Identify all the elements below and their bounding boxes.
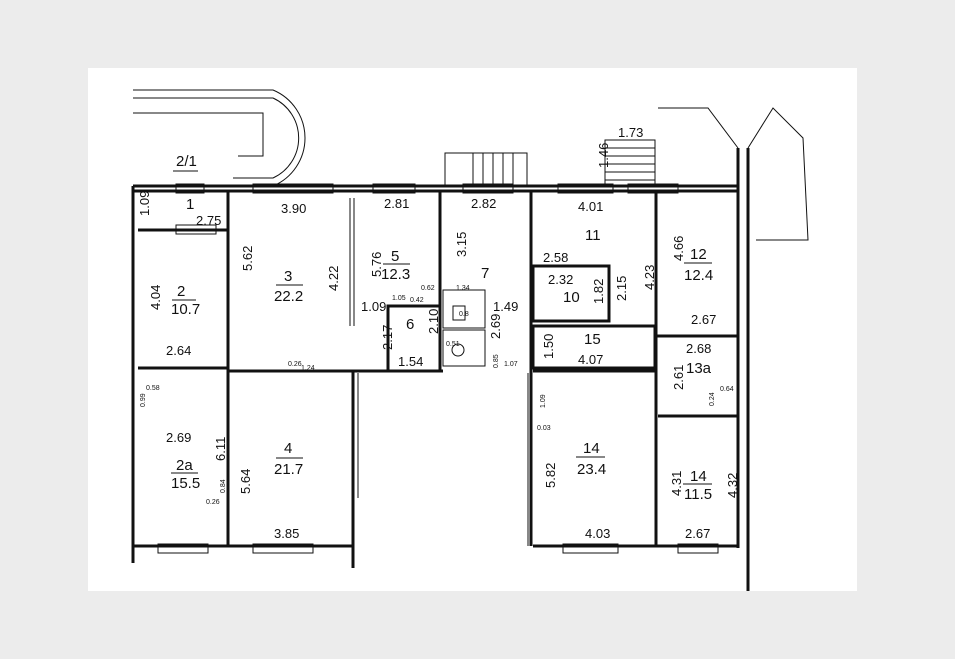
dim: 2.68 — [686, 341, 711, 356]
dim: 0.85 — [493, 354, 500, 368]
room-number-4: 4 — [284, 440, 292, 457]
room-number-13a: 13а — [686, 360, 712, 377]
room-number-3: 3 — [284, 268, 292, 285]
dim: 4.23 — [642, 265, 657, 290]
dim: 2.58 — [543, 250, 568, 265]
dim: 0.51 — [446, 341, 460, 348]
room-number-5: 5 — [391, 248, 399, 265]
dim: 2.67 — [685, 526, 710, 541]
dim: 1.24 — [301, 365, 315, 372]
dim: 2.81 — [384, 196, 409, 211]
dim: 0.8 — [459, 311, 469, 318]
dim: 1.49 — [493, 299, 518, 314]
dim: 1.09 — [361, 299, 386, 314]
dim: 1.34 — [456, 285, 470, 292]
room-number-2a: 2а — [176, 457, 193, 474]
dim: 1.05 — [392, 295, 406, 302]
floor-plan-drawing: 2/1 1 2 10.7 2а 15.5 3 22.2 4 21.7 5 12.… — [131, 89, 809, 591]
room-labels: 2/1 1 2 10.7 2а 15.5 3 22.2 4 21.7 5 12.… — [171, 153, 713, 503]
dim: 4.01 — [578, 199, 603, 214]
room-number-10: 10 — [563, 289, 580, 306]
room-number-13: 14 — [690, 468, 707, 485]
room-area-2: 10.7 — [171, 301, 200, 318]
windows — [157, 183, 719, 554]
dim: 2.17 — [380, 325, 395, 350]
dim: 5.64 — [238, 469, 253, 494]
dim: 0.26 — [288, 361, 302, 368]
dim: 1.50 — [541, 334, 556, 359]
dim: 1.73 — [618, 125, 643, 140]
walls — [131, 148, 750, 591]
dim: 2.75 — [196, 213, 221, 228]
room-number-7: 7 — [481, 265, 489, 282]
dim: 0.62 — [421, 285, 435, 292]
sanitary-fixtures — [451, 305, 466, 357]
dim: 2.64 — [166, 343, 191, 358]
room-number-14: 14 — [583, 440, 600, 457]
dim: 0.03 — [537, 425, 551, 432]
room-number-2: 2 — [177, 283, 185, 300]
room-number-11: 11 — [585, 227, 601, 244]
dim: 4.31 — [669, 471, 684, 496]
dim: 2.82 — [471, 196, 496, 211]
room-number-12: 12 — [690, 246, 707, 263]
dim: 5.82 — [543, 463, 558, 488]
room-area-2a: 15.5 — [171, 475, 200, 492]
dim: 1.09 — [137, 191, 152, 216]
dim: 0.24 — [709, 392, 716, 406]
room-number-6: 6 — [406, 316, 414, 333]
dim: 1.09 — [540, 394, 547, 408]
dim: 1.07 — [504, 361, 518, 368]
dim: 3.90 — [281, 201, 306, 216]
dim: 2.32 — [548, 272, 573, 287]
dim: 1.54 — [398, 354, 423, 369]
dim: 6.11 — [213, 437, 228, 461]
dim: 4.07 — [578, 352, 603, 367]
dim: 1.82 — [591, 279, 606, 304]
room-area-14: 23.4 — [577, 461, 606, 478]
dim: 4.32 — [725, 473, 740, 498]
dim: 0.99 — [140, 393, 147, 407]
dim: 2.10 — [426, 309, 441, 334]
dim: 0.26 — [206, 499, 220, 506]
dim: 4.03 — [585, 526, 610, 541]
dim: 2.69 — [166, 430, 191, 445]
room-number-2-1: 2/1 — [176, 153, 197, 170]
dim: 0.64 — [720, 386, 734, 393]
dim: 0.42 — [410, 297, 424, 304]
dim: 4.22 — [326, 266, 341, 291]
room-number-15: 15 — [584, 331, 601, 348]
dim: 0.58 — [146, 385, 160, 392]
dim: 2.15 — [614, 276, 629, 301]
dim: 0.84 — [220, 479, 227, 493]
dim: 4.66 — [671, 236, 686, 261]
dim: 2.69 — [488, 314, 503, 339]
room-number-1: 1 — [186, 196, 194, 213]
room-area-4: 21.7 — [274, 461, 303, 478]
room-area-3: 22.2 — [274, 288, 303, 305]
dim: 1.46 — [596, 143, 611, 168]
room-area-13: 11.5 — [684, 486, 712, 503]
dim: 2.67 — [691, 312, 716, 327]
dimensions: 1.09 2.75 3.90 2.81 2.82 4.01 1.73 1.46 … — [137, 125, 740, 541]
floor-plan: 2/1 1 2 10.7 2а 15.5 3 22.2 4 21.7 5 12.… — [88, 68, 857, 591]
room-area-5: 12.3 — [381, 266, 410, 283]
dim: 3.15 — [454, 232, 469, 257]
dim: 3.85 — [274, 526, 299, 541]
dim: 5.76 — [369, 252, 384, 277]
dim: 4.04 — [148, 285, 163, 310]
stairs — [133, 89, 809, 241]
dim: 2.61 — [671, 365, 686, 390]
dim: 5.62 — [240, 246, 255, 271]
room-area-12: 12.4 — [684, 267, 713, 284]
